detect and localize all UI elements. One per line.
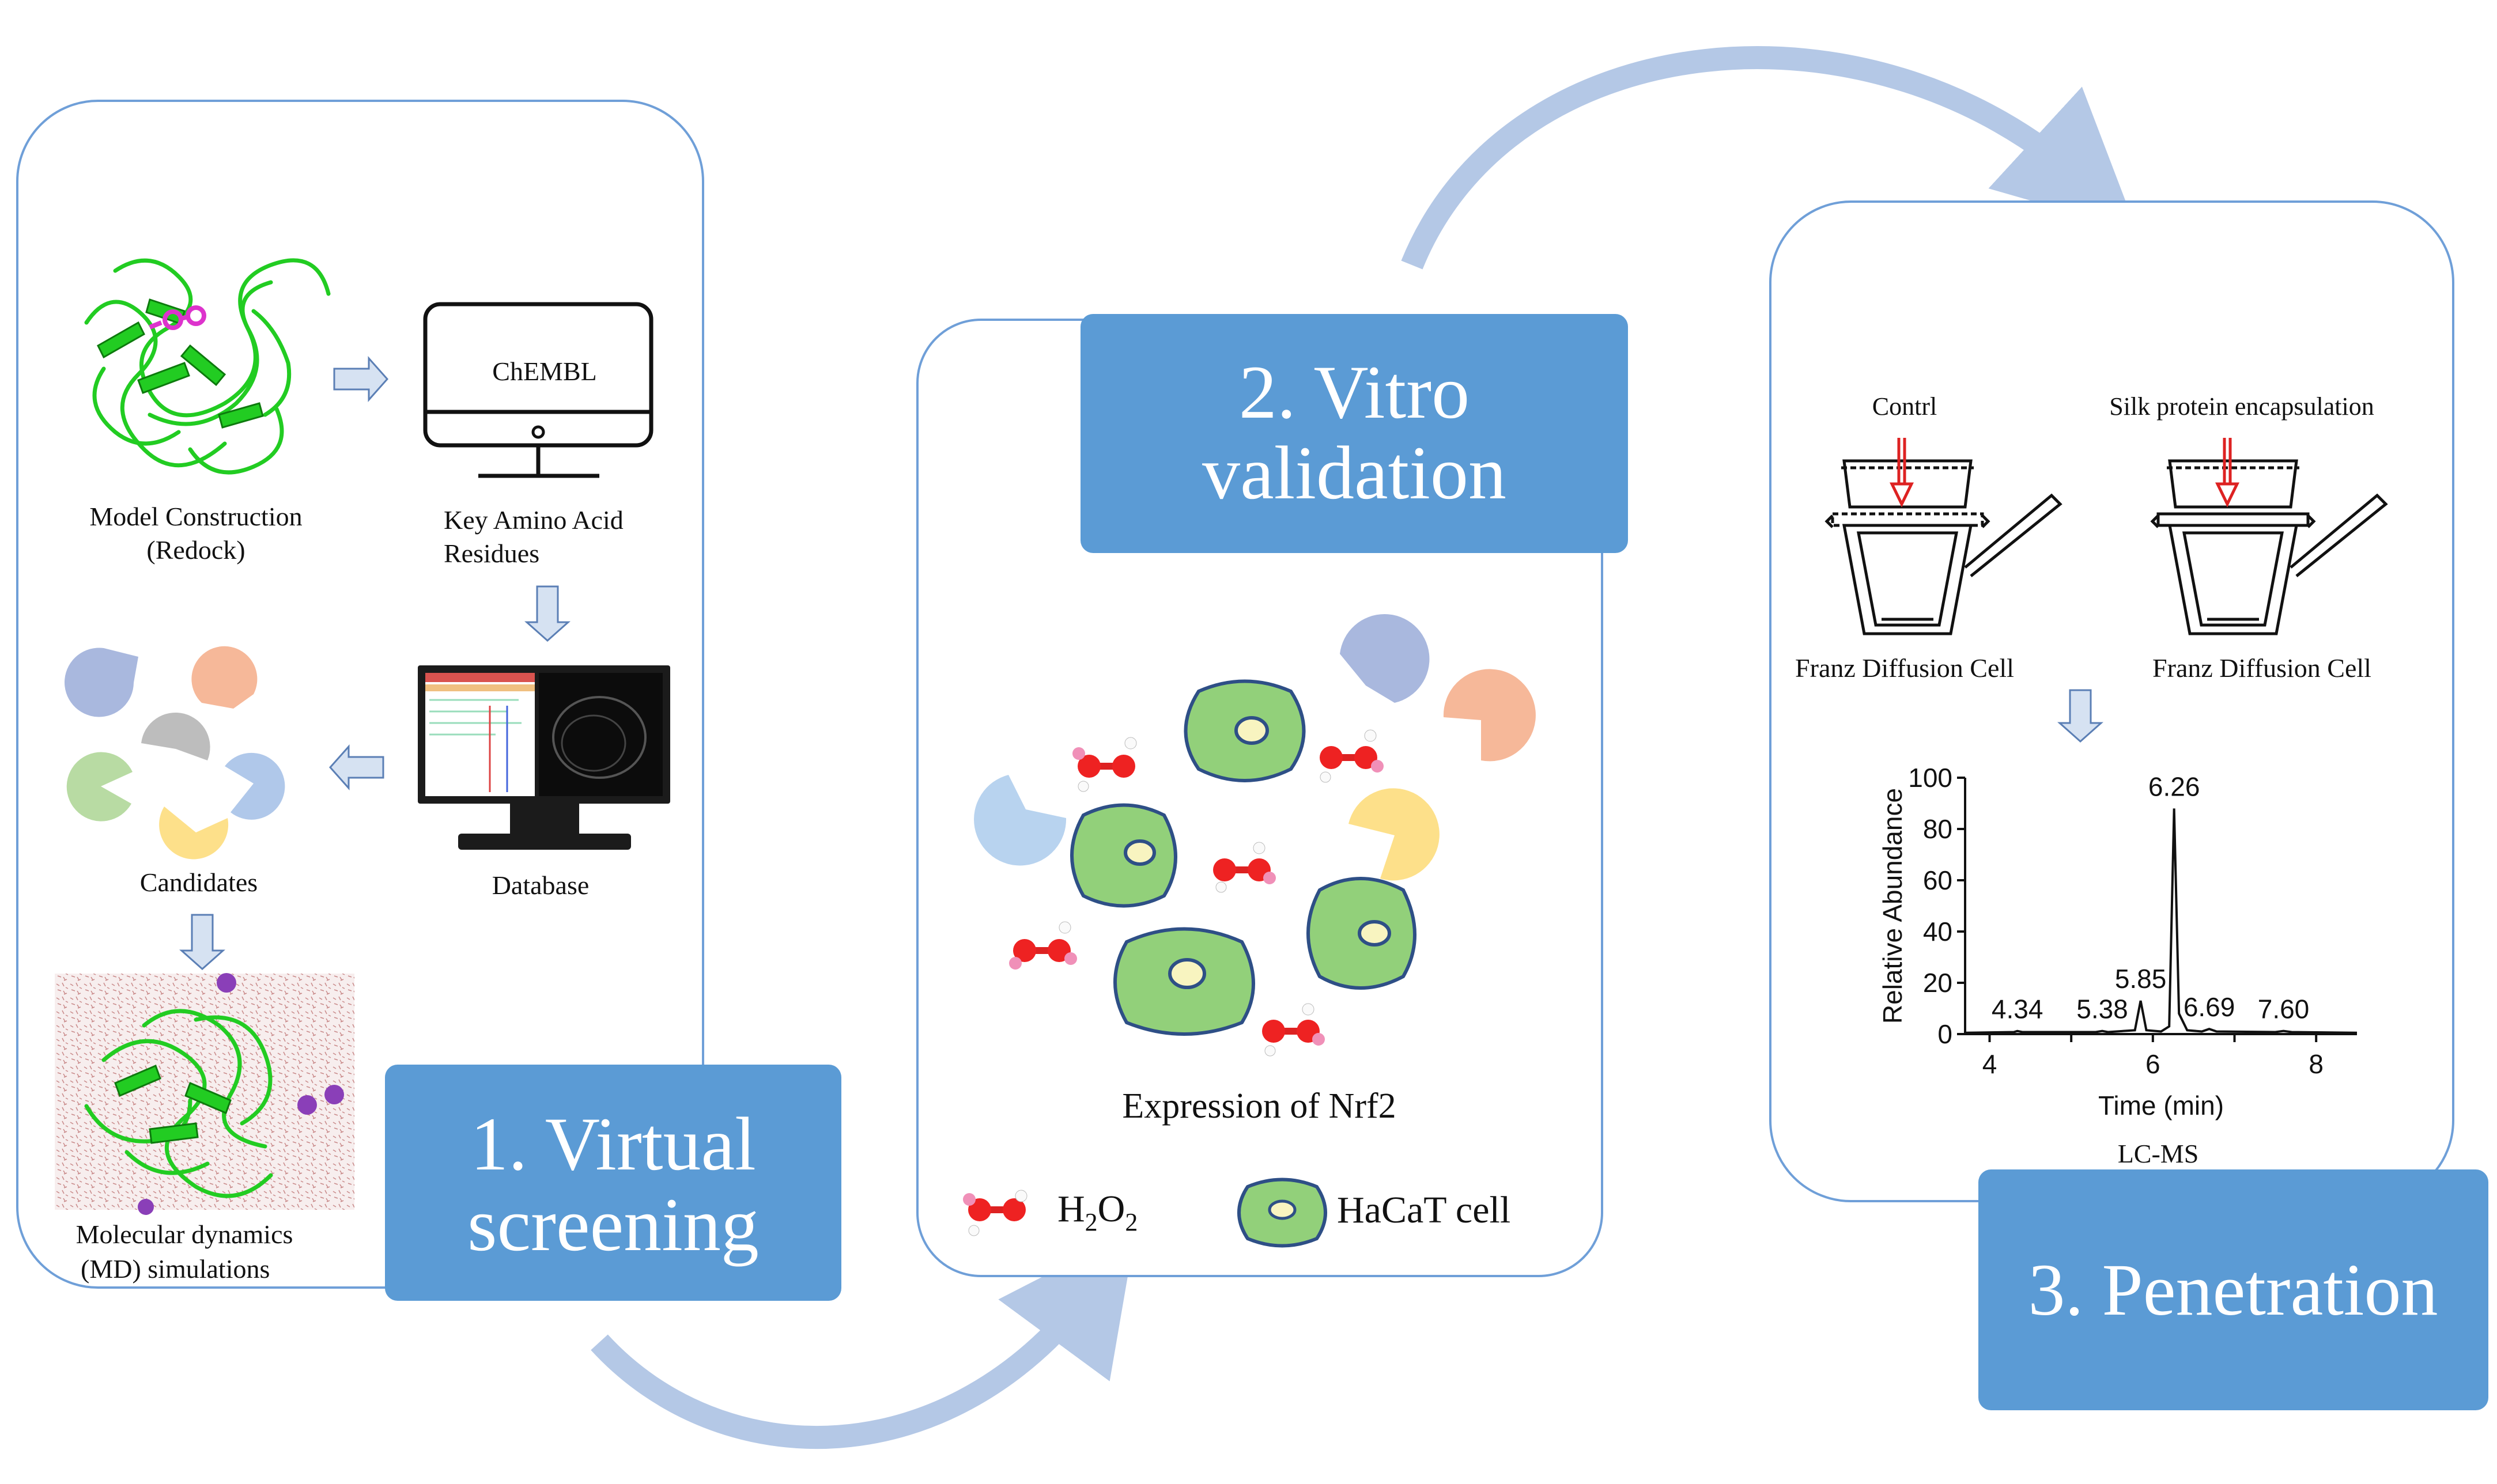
stage-3-title-box: 3. Penetration [1978, 1169, 2488, 1410]
peak-label: 7.60 [2258, 994, 2310, 1024]
franz-right-label: Franz Diffusion Cell [2152, 653, 2371, 683]
arrow-left-icon [328, 744, 384, 790]
peak-label: 5.38 [2076, 994, 2128, 1024]
hacat-cell-legend-icon [1237, 1178, 1327, 1248]
franz-left-label: Franz Diffusion Cell [1795, 653, 2014, 683]
peak-label: 6.69 [2184, 992, 2235, 1022]
panel-penetration [1769, 200, 2454, 1202]
stage-1-title-line1: 1. Virtual [470, 1101, 756, 1186]
md-label: Molecular dynamics [76, 1220, 293, 1249]
y-tick-label: 20 [1923, 968, 1952, 998]
stage-1-title-line2: screening [467, 1182, 759, 1267]
model-construction-label: Model Construction [89, 502, 302, 531]
x-tick-label: 8 [2309, 1049, 2324, 1079]
chart-ticks: 0 20 40 60 80 100 4 6 8 [1908, 763, 2324, 1079]
database-screen-icon [418, 665, 670, 850]
stage-3-title: 3. Penetration [2028, 1249, 2438, 1331]
flow-arrows [591, 46, 2137, 1449]
candidate-molecules [974, 614, 1536, 881]
candidates-label: Candidates [140, 868, 258, 897]
y-tick-label: 100 [1908, 763, 1952, 793]
hacat-legend-label: HaCaT cell [1337, 1189, 1510, 1231]
stage-2-title-box: 2. Vitro validation [1081, 314, 1628, 553]
arrow-down-icon [2057, 689, 2103, 743]
silk-label: Silk protein encapsulation [2109, 392, 2374, 421]
control-label: Contrl [1872, 392, 1937, 421]
x-tick-label: 6 [2145, 1049, 2160, 1079]
candidates-icon [65, 646, 285, 860]
chart-axes [1964, 778, 2357, 1035]
x-tick-label: 4 [1982, 1049, 1997, 1079]
computer-monitor-icon [423, 302, 653, 478]
chart-x-axis-label: Time (min) [2098, 1091, 2224, 1120]
arrow-down-icon [179, 914, 225, 971]
stage-2-title-line2: validation [1202, 430, 1506, 515]
residues-label: Residues [444, 539, 539, 568]
h2o2-legend-label: H2O2 [1057, 1188, 1138, 1236]
chart-peak-labels: 4.34 5.385.85 6.26 6.69 7.60 [1992, 771, 2309, 1024]
chart-y-axis-label: Relative Abundance [1878, 788, 1907, 1024]
franz-cell-control-icon [1824, 438, 2062, 635]
model-redock-label: (Redock) [146, 535, 245, 565]
y-tick-label: 0 [1937, 1019, 1952, 1049]
peak-label: 5.85 [2115, 964, 2167, 994]
arrow-right-icon [333, 356, 389, 402]
protein-structure-icon [84, 258, 331, 475]
stage-2-title-line1: 2. Vitro [1239, 350, 1470, 434]
y-tick-label: 60 [1923, 865, 1952, 895]
h2o2-molecules [1009, 729, 1384, 1057]
md-simulations-label: (MD) simulations [81, 1254, 270, 1284]
chembl-label: ChEMBL [492, 357, 596, 386]
peak-label: 4.34 [1992, 994, 2043, 1024]
franz-cell-silk-icon [2150, 438, 2388, 635]
arrow-1-to-2 [591, 1229, 1136, 1449]
chart-series [1965, 808, 2358, 1034]
key-amino-acid-label: Key Amino Acid [444, 505, 624, 535]
lcms-chart: 0 20 40 60 80 100 4 6 8 4.34 5.385.85 6.26 6.69 7.60… [1878, 763, 2358, 1120]
arrow-2-to-3 [1401, 46, 2137, 270]
legend: H2O2 HaCaT cell [963, 1178, 1510, 1248]
lcms-label: LC-MS [2118, 1139, 2199, 1168]
hacat-cells [1070, 679, 1416, 1036]
stage-1-title-box: 1. Virtual screening [385, 1065, 841, 1301]
md-simulation-image [55, 973, 354, 1215]
peak-label: 6.26 [2148, 771, 2200, 801]
y-tick-label: 40 [1923, 917, 1952, 947]
chromatogram-line [1965, 808, 2358, 1034]
arrow-down-icon [524, 585, 571, 642]
h2o2-legend-icon [963, 1190, 1027, 1236]
y-tick-label: 80 [1923, 814, 1952, 844]
expression-nrf2-label: Expression of Nrf2 [1122, 1086, 1396, 1126]
database-label: Database [492, 870, 590, 900]
